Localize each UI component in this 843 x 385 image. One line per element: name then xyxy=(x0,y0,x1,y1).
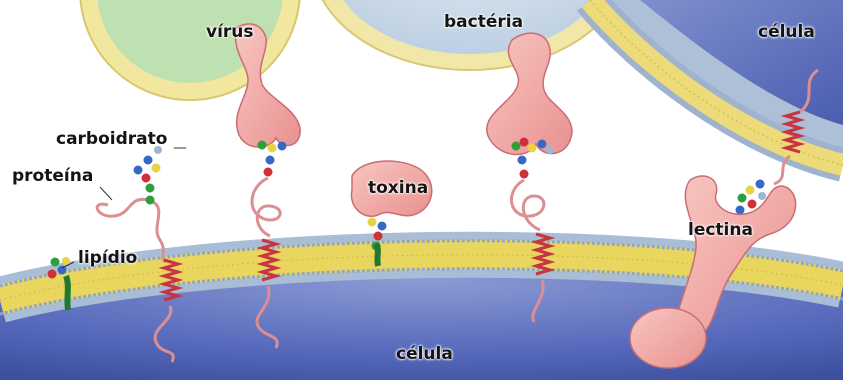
label-protein: proteína xyxy=(12,168,93,185)
label-toxin: toxina xyxy=(368,180,428,197)
label-lipid: lipídio xyxy=(78,250,137,267)
label-lectin: lectina xyxy=(688,222,753,239)
label-virus: vírus xyxy=(206,24,254,41)
label-cell-bottom: célula xyxy=(396,346,453,363)
label-bacteria: bactéria xyxy=(444,14,523,31)
label-carbohydrate: carboidrato xyxy=(56,131,167,148)
label-cell-top: célula xyxy=(758,24,815,41)
